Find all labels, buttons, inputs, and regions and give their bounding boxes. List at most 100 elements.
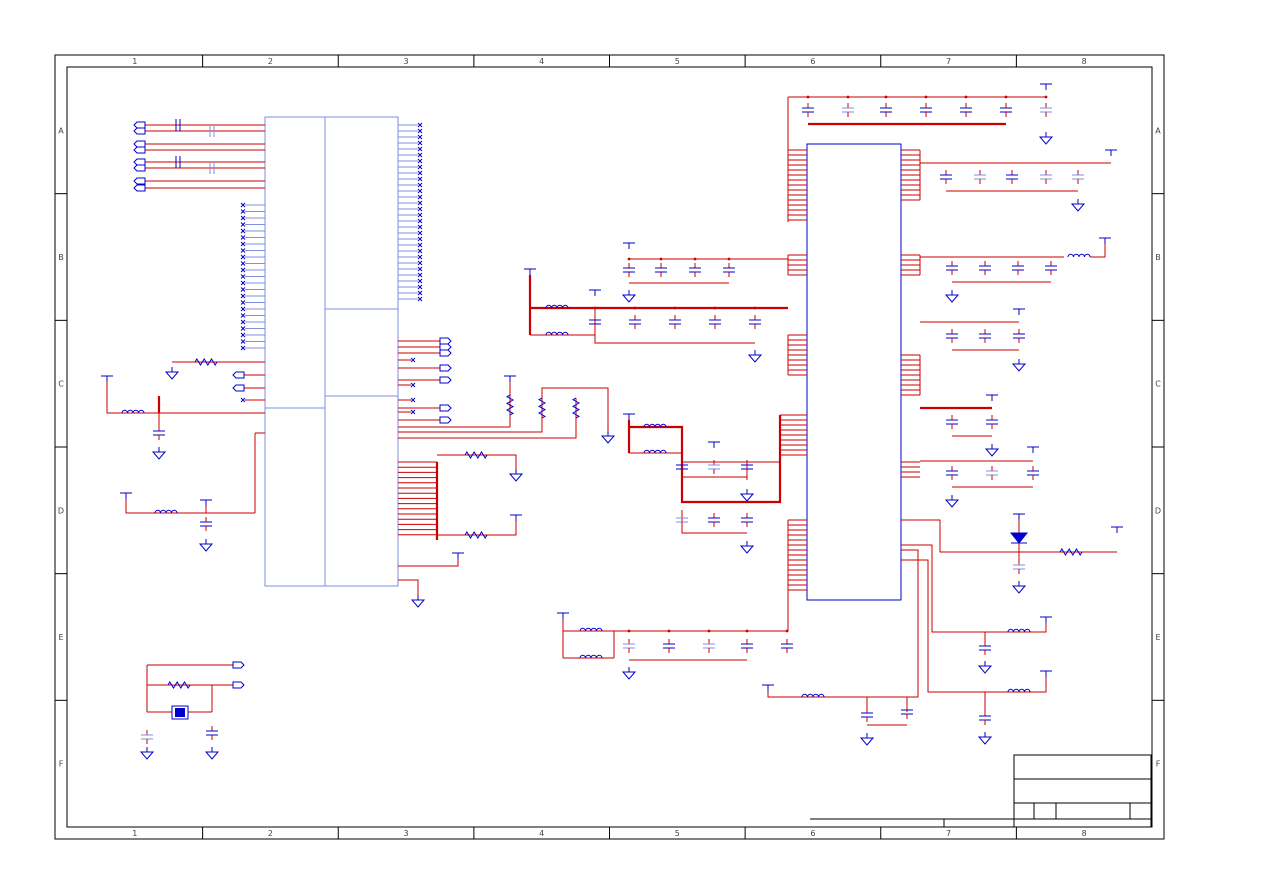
capacitor-symbol: [153, 426, 165, 440]
capacitor-symbol: [979, 711, 991, 725]
junction-dot: [593, 306, 597, 310]
junction-dot: [713, 306, 717, 310]
junction-dot: [627, 629, 631, 633]
capacitor-symbol: [623, 639, 635, 653]
no-connect-marker: [410, 382, 416, 388]
row-label: F: [59, 760, 64, 769]
no-connect-marker: [410, 357, 416, 363]
capacitor-symbol: [979, 641, 991, 655]
power-rail-symbol: [524, 268, 536, 275]
no-connect-marker: [417, 260, 423, 266]
off-page-connector: [439, 376, 452, 384]
ground-symbol: [600, 431, 616, 444]
power-rail-symbol: [452, 552, 464, 559]
power-rail-symbol: [1027, 446, 1039, 453]
no-connect-marker: [417, 194, 423, 200]
off-page-connector: [439, 404, 452, 412]
no-connect-marker: [417, 290, 423, 296]
ground-symbol: [151, 447, 167, 460]
ground-symbol: [1038, 132, 1054, 145]
junction-dot: [964, 95, 968, 99]
off-page-connector: [133, 177, 146, 185]
off-page-connector: [439, 364, 452, 372]
off-page-connector: [133, 146, 146, 154]
column-label: 7: [946, 57, 951, 66]
power-rail-symbol: [708, 441, 720, 448]
no-connect-marker: [417, 188, 423, 194]
capacitor-symbol: [589, 315, 601, 329]
off-page-connector: [133, 164, 146, 172]
capacitor-symbol: [629, 315, 641, 329]
title-block: [810, 754, 1152, 828]
no-connect-marker: [410, 409, 416, 415]
power-rail-symbol: [510, 514, 522, 521]
no-connect-marker: [417, 176, 423, 182]
capacitor-symbol: [986, 415, 998, 429]
no-connect-marker: [240, 306, 246, 312]
no-connect-marker: [240, 215, 246, 221]
row-label: E: [58, 633, 63, 642]
no-connect-marker: [240, 339, 246, 344]
no-connect-marker: [417, 230, 423, 236]
no-connect-marker: [240, 222, 246, 227]
no-connect-marker: [417, 122, 423, 128]
inductor-symbol: [801, 693, 825, 698]
off-page-connector: [133, 140, 146, 148]
no-connect-marker: [417, 236, 423, 242]
row-label: D: [58, 506, 64, 515]
inductor-symbol: [154, 509, 178, 514]
capacitor-symbol: [946, 261, 958, 275]
capacitor-symbol: [842, 103, 854, 117]
capacitor-symbol: [676, 460, 688, 474]
row-label: B: [58, 253, 64, 262]
capacitor-symbol: [1013, 329, 1025, 343]
capacitor-symbol: [1072, 170, 1084, 184]
resistor-symbol: [167, 681, 191, 689]
junction-dot: [884, 95, 888, 99]
right-ic-block: [806, 143, 902, 601]
power-rail-symbol: [623, 413, 635, 420]
ground-symbol: [859, 733, 875, 746]
power-rail-symbol: [1105, 149, 1117, 156]
no-connect-marker: [417, 272, 423, 278]
no-connect-marker: [240, 332, 246, 338]
capacitor-symbol: [200, 517, 212, 531]
capacitor-symbol: [655, 263, 667, 277]
power-rail-symbol: [1013, 308, 1025, 315]
power-rail-symbol: [1013, 513, 1025, 520]
column-label: 4: [539, 829, 544, 838]
ground-symbol: [1011, 359, 1027, 372]
no-connect-marker: [240, 326, 246, 331]
capacitor-symbol: [974, 170, 986, 184]
resistor-symbol: [1059, 548, 1083, 556]
capacitor-symbol: [741, 513, 753, 527]
junction-dot: [707, 629, 711, 633]
no-connect-marker: [417, 170, 423, 176]
no-connect-marker: [240, 235, 246, 240]
ground-symbol: [944, 290, 960, 303]
capacitor-symbol: [1045, 261, 1057, 275]
no-connect-marker: [417, 164, 423, 170]
row-label: C: [58, 380, 64, 389]
junction-dot: [924, 95, 928, 99]
off-page-connector: [232, 371, 245, 379]
ground-symbol: [198, 539, 214, 552]
no-connect-marker: [417, 254, 423, 260]
capacitor-symbol: [946, 466, 958, 480]
no-connect-marker: [417, 242, 423, 248]
power-rail-symbol: [120, 492, 132, 499]
capacitor-symbol: [723, 263, 735, 277]
off-page-connector: [133, 127, 146, 135]
left-ic-pins: [245, 124, 418, 349]
off-page-connector: [439, 337, 452, 345]
column-label: 7: [946, 829, 951, 838]
capacitor-symbol: [703, 639, 715, 653]
inductor-symbol: [545, 331, 569, 336]
ground-symbol: [739, 541, 755, 554]
junction-dot: [673, 306, 677, 310]
off-page-connector: [439, 349, 452, 357]
components-layer: [101, 83, 1123, 760]
junction-dot: [745, 629, 749, 633]
